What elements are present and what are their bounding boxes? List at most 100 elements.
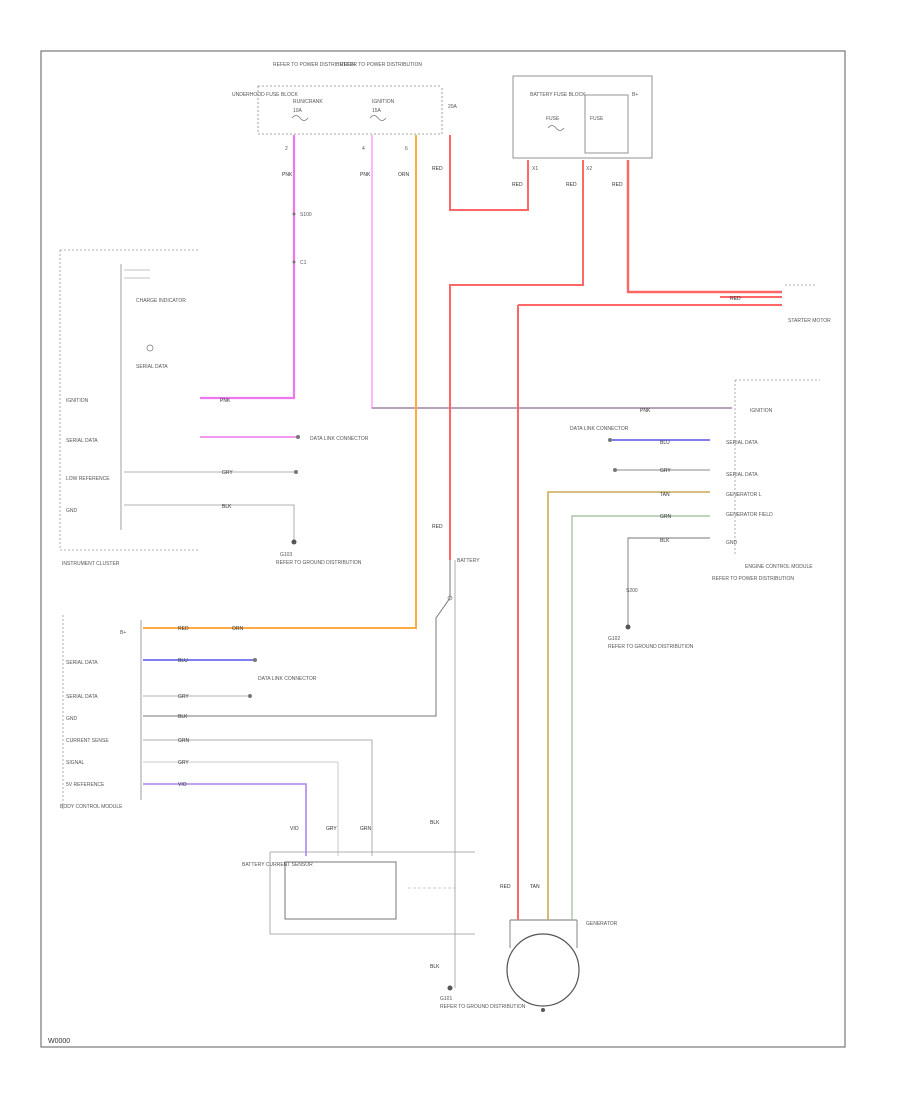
svg-text:SIGNAL: SIGNAL: [66, 760, 85, 766]
diagram-frame: [40, 50, 846, 1048]
svg-text:X1: X1: [532, 166, 538, 172]
svg-text:G102: G102: [608, 636, 620, 642]
svg-text:SERIAL DATA: SERIAL DATA: [66, 660, 98, 666]
svg-text:REFER TO GROUND DISTRIBUTION: REFER TO GROUND DISTRIBUTION: [608, 644, 694, 650]
svg-text:RED: RED: [500, 884, 511, 890]
wire-pink-ecm: [371, 135, 732, 409]
svg-text:REFER TO GROUND DISTRIBUTION: REFER TO GROUND DISTRIBUTION: [440, 1004, 526, 1010]
svg-text:LOW REFERENCE: LOW REFERENCE: [66, 476, 110, 482]
svg-text:SERIAL DATA: SERIAL DATA: [726, 472, 758, 478]
svg-text:15A: 15A: [372, 108, 382, 114]
svg-text:FUSE: FUSE: [546, 116, 560, 122]
svg-text:6: 6: [405, 146, 408, 152]
svg-text:STARTER MOTOR: STARTER MOTOR: [788, 318, 831, 324]
svg-text:GRY: GRY: [660, 468, 671, 474]
svg-text:X2: X2: [586, 166, 592, 172]
wire-cluster-gnd: [124, 504, 295, 540]
battery-current-sensor: BATTERY CURRENT SENSOR: [242, 851, 475, 935]
svg-text:GENERATOR L: GENERATOR L: [726, 492, 762, 498]
svg-text:GND: GND: [66, 716, 78, 722]
svg-text:BLK: BLK: [430, 820, 440, 826]
wire-bcm-signal: [143, 761, 339, 856]
svg-text:GRY: GRY: [326, 826, 337, 832]
svg-text:RED: RED: [432, 524, 443, 530]
engine-control-module: IGNITION SERIAL DATA SERIAL DATA GENERAT…: [712, 379, 820, 582]
svg-text:GENERATOR FIELD: GENERATOR FIELD: [726, 512, 773, 518]
svg-text:B+: B+: [632, 92, 638, 98]
svg-text:CURRENT SENSE: CURRENT SENSE: [66, 738, 109, 744]
svg-text:VIO: VIO: [290, 826, 299, 832]
svg-text:TAN: TAN: [530, 884, 540, 890]
svg-text:BATTERY FUSE BLOCK: BATTERY FUSE BLOCK: [530, 92, 586, 98]
svg-text:RED: RED: [512, 182, 523, 188]
svg-text:GRN: GRN: [660, 514, 672, 520]
svg-text:BLK: BLK: [222, 504, 232, 510]
svg-text:DATA LINK CONNECTOR: DATA LINK CONNECTOR: [570, 426, 629, 432]
generator: GENERATOR: [506, 919, 618, 1012]
svg-text:BODY CONTROL MODULE: BODY CONTROL MODULE: [60, 804, 123, 810]
svg-text:RUN/CRANK: RUN/CRANK: [293, 99, 323, 105]
svg-text:REFER TO GROUND DISTRIBUTION: REFER TO GROUND DISTRIBUTION: [276, 560, 362, 566]
svg-text:REFER TO POWER DISTRIBUTION: REFER TO POWER DISTRIBUTION: [712, 576, 794, 582]
svg-text:VIO: VIO: [178, 782, 187, 788]
svg-text:C1: C1: [300, 260, 307, 266]
svg-text:BLU: BLU: [660, 440, 670, 446]
svg-text:SERIAL DATA: SERIAL DATA: [66, 694, 98, 700]
svg-text:S200: S200: [626, 588, 638, 594]
svg-text:RED: RED: [566, 182, 577, 188]
svg-text:GRN: GRN: [178, 738, 190, 744]
svg-text:BLK: BLK: [430, 964, 440, 970]
starter-motor: STARTER MOTOR: [785, 284, 831, 324]
wire-bcm-sense: [143, 739, 373, 856]
svg-text:G103: G103: [280, 552, 292, 558]
svg-text:DATA LINK CONNECTOR: DATA LINK CONNECTOR: [310, 436, 369, 442]
underhood-fuse-block: UNDERHOOD FUSE BLOCK REFER TO POWER DIST…: [232, 62, 458, 152]
svg-text:SERIAL DATA: SERIAL DATA: [726, 440, 758, 446]
svg-text:TAN: TAN: [660, 492, 670, 498]
wire-tan: [547, 491, 710, 920]
svg-text:GND: GND: [726, 540, 738, 546]
svg-text:GENERATOR: GENERATOR: [586, 921, 618, 927]
battery-fuse-block: BATTERY FUSE BLOCK B+ FUSE FUSE X1 X2: [512, 75, 653, 172]
svg-text:UNDERHOOD FUSE BLOCK: UNDERHOOD FUSE BLOCK: [232, 92, 299, 98]
svg-text:IGNITION: IGNITION: [66, 398, 89, 404]
svg-text:INSTRUMENT CLUSTER: INSTRUMENT CLUSTER: [62, 561, 120, 567]
svg-text:BLK: BLK: [178, 714, 188, 720]
svg-text:IGNITION: IGNITION: [372, 99, 395, 105]
svg-text:SERIAL DATA: SERIAL DATA: [66, 438, 98, 444]
svg-text:ORN: ORN: [232, 626, 244, 632]
svg-text:GRY: GRY: [222, 470, 233, 476]
svg-text:4: 4: [362, 146, 365, 152]
wire-red-3: [626, 160, 782, 294]
svg-text:RED: RED: [178, 626, 189, 632]
svg-text:FUSE: FUSE: [590, 116, 604, 122]
svg-text:BLU: BLU: [178, 658, 188, 664]
svg-text:CHARGE INDICATOR: CHARGE INDICATOR: [136, 298, 186, 304]
svg-text:GRY: GRY: [178, 694, 189, 700]
svg-text:REFER TO POWER DISTRIBUTION: REFER TO POWER DISTRIBUTION: [273, 62, 355, 68]
svg-text:BLK: BLK: [660, 538, 670, 544]
svg-text:REFER TO POWER DISTRIBUTION: REFER TO POWER DISTRIBUTION: [340, 62, 422, 68]
instrument-cluster: CHARGE INDICATOR SERIAL DATA IGNITION SE…: [59, 249, 198, 567]
svg-text:DATA LINK CONNECTOR: DATA LINK CONNECTOR: [258, 676, 317, 682]
svg-text:2: 2: [285, 146, 288, 152]
svg-text:10A: 10A: [293, 108, 303, 114]
svg-text:S100: S100: [300, 212, 312, 218]
body-control-module: B+ SERIAL DATA SERIAL DATA GND CURRENT S…: [60, 615, 142, 810]
svg-text:PNK: PNK: [220, 398, 231, 404]
svg-text:RED: RED: [730, 296, 741, 302]
wire-gray-battery: [143, 560, 451, 717]
wire-red-2: [449, 160, 584, 560]
wire-green: [571, 515, 710, 920]
svg-text:5V REFERENCE: 5V REFERENCE: [66, 782, 105, 788]
svg-text:RED: RED: [612, 182, 623, 188]
svg-text:20A: 20A: [448, 104, 458, 110]
svg-text:PNK: PNK: [640, 408, 651, 414]
footer-code: W0000: [48, 1038, 70, 1045]
wire-orange: [143, 135, 417, 629]
svg-text:ORN: ORN: [398, 172, 410, 178]
wire-purple-bcm: [143, 783, 307, 856]
svg-text:RED: RED: [432, 166, 443, 172]
svg-text:BATTERY CURRENT SENSOR: BATTERY CURRENT SENSOR: [242, 862, 313, 868]
